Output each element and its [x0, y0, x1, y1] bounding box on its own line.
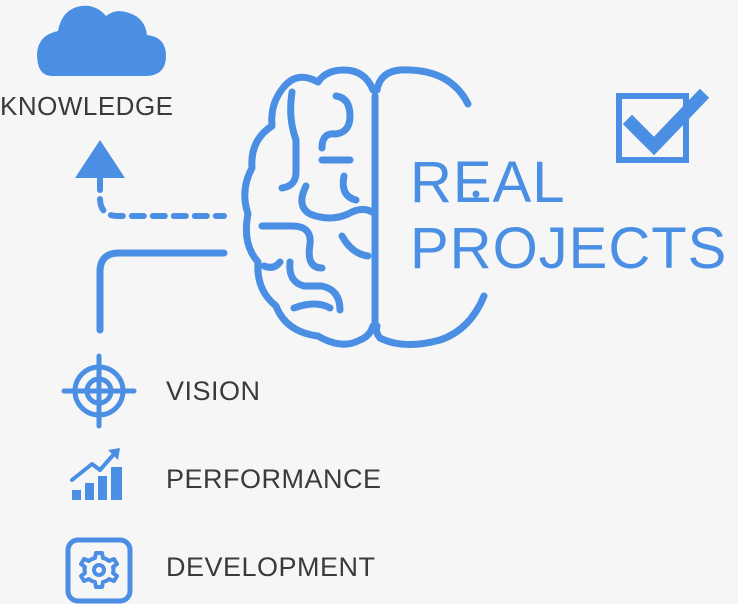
- title-real: REAL: [410, 150, 566, 215]
- cloud-icon: [37, 5, 166, 76]
- knowledge-label: KNOWLEDGE: [0, 91, 174, 121]
- growth-chart-icon: [70, 448, 122, 500]
- target-icon: [61, 353, 137, 429]
- title-projects: PROJECTS: [410, 216, 728, 281]
- arrow-up-icon: [75, 140, 227, 219]
- development-label: DEVELOPMENT: [166, 552, 376, 582]
- gear-icon: [65, 537, 133, 604]
- brain-icon: [241, 66, 488, 348]
- performance-label: PERFORMANCE: [166, 464, 382, 494]
- connector-line: [96, 249, 228, 334]
- vision-label: VISION: [166, 376, 261, 406]
- checkbox-icon: [616, 88, 710, 163]
